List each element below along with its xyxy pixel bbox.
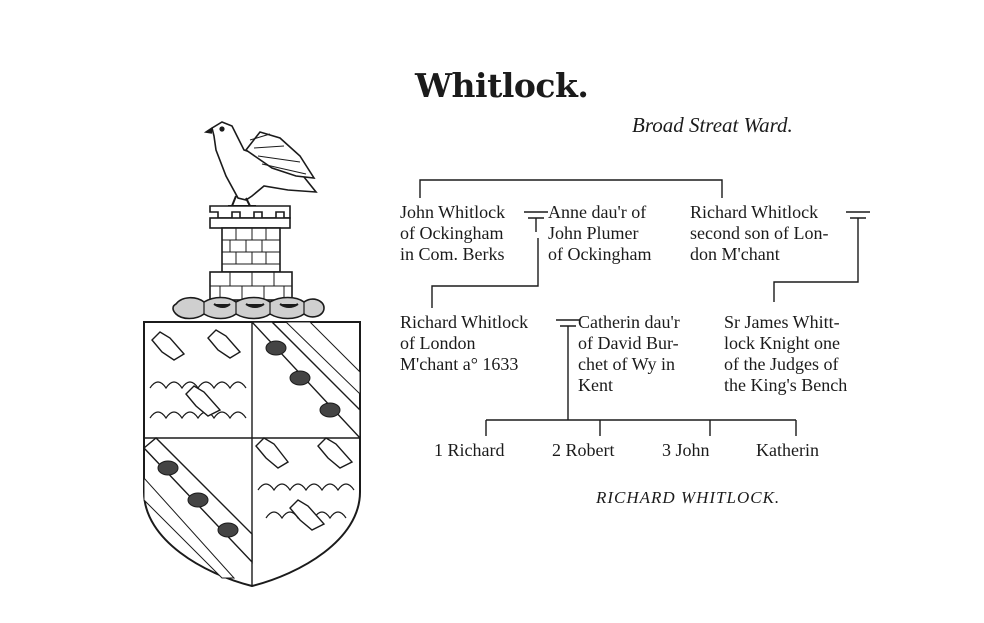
entry-line: Catherin dau'r (578, 312, 680, 332)
entry-line: second son of Lon- (690, 223, 829, 243)
entry-anne-plumer: Anne dau'r of John Plumer of Ockingham (548, 202, 651, 265)
entry-line: Kent (578, 375, 613, 395)
signature: RICHARD WHITLOCK. (596, 488, 781, 507)
entry-line: of Ockingham (548, 244, 652, 264)
entry-line: M'chant a° 1633 (400, 354, 519, 374)
shield-icon (142, 321, 361, 588)
eagle-icon (203, 121, 318, 207)
entry-line: don M'chant (690, 244, 780, 264)
entry-line: Richard Whitlock (400, 312, 529, 332)
entry-richard-whitlock-london: Richard Whitlock of London M'chant a° 16… (400, 312, 528, 375)
entry-line: of London (400, 333, 476, 353)
child-robert: 2 Robert (552, 440, 615, 460)
entry-line: of Ockingham (400, 223, 504, 243)
entry-line: of the Judges of (724, 354, 839, 374)
child-richard: 1 Richard (434, 440, 505, 460)
entry-line: the King's Bench (724, 375, 848, 395)
child-john: 3 John (662, 440, 710, 460)
entry-line: Sr James Whitt- (724, 312, 840, 332)
entry-catherin-burchet: Catherin dau'r of David Bur- chet of Wy … (578, 312, 680, 396)
entry-line: of David Bur- (578, 333, 679, 353)
entry-line: chet of Wy in (578, 354, 676, 374)
ward-name: Broad Streat Ward. (632, 113, 793, 137)
entry-line: in Com. Berks (400, 244, 505, 264)
wreath-icon (172, 296, 325, 320)
page-title: Whitlock. (415, 66, 589, 105)
entry-richard-whitlock-senior: Richard Whitlock second son of Lon- don … (690, 202, 828, 265)
entry-john-whitlock: John Whitlock of Ockingham in Com. Berks (400, 202, 505, 265)
child-katherin: Katherin (756, 440, 819, 460)
tower-icon (209, 205, 293, 301)
entry-line: John Plumer (548, 223, 639, 243)
entry-line: Anne dau'r of (548, 202, 647, 222)
entry-sir-james-whitlock: Sr James Whitt- lock Knight one of the J… (724, 312, 847, 396)
entry-line: Richard Whitlock (690, 202, 819, 222)
entry-line: lock Knight one (724, 333, 840, 353)
entry-line: John Whitlock (400, 202, 506, 222)
